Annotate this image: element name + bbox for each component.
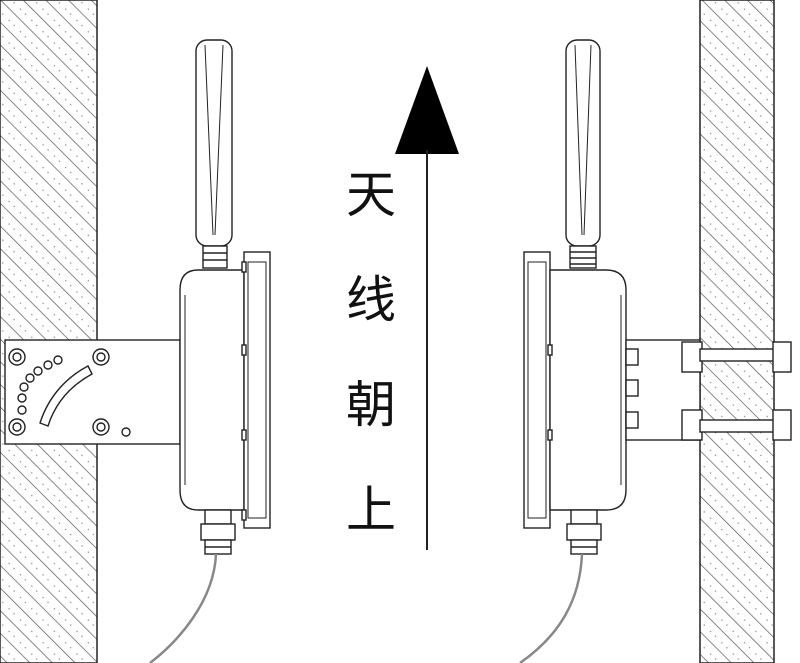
left-enclosure	[179, 251, 271, 529]
left-cable-gland	[200, 509, 236, 555]
right-bracket	[625, 339, 703, 441]
left-antenna	[195, 39, 233, 269]
left-mount-assembly	[4, 39, 271, 663]
right-mount-assembly	[519, 39, 792, 663]
left-wall	[0, 0, 98, 663]
right-cable-gland	[566, 509, 602, 555]
caption-char-2: 线	[346, 271, 396, 329]
right-u-clamps	[699, 341, 792, 441]
caption-char-1: 天	[346, 166, 396, 224]
up-arrow-icon	[395, 66, 459, 550]
caption-char-4: 上	[346, 481, 396, 539]
caption-char-3: 朝	[346, 376, 396, 434]
right-cable	[519, 553, 584, 663]
right-pole	[699, 0, 775, 663]
right-enclosure	[523, 251, 627, 529]
right-antenna	[565, 39, 601, 269]
left-bracket-plate	[4, 339, 181, 445]
left-cable	[149, 553, 218, 663]
